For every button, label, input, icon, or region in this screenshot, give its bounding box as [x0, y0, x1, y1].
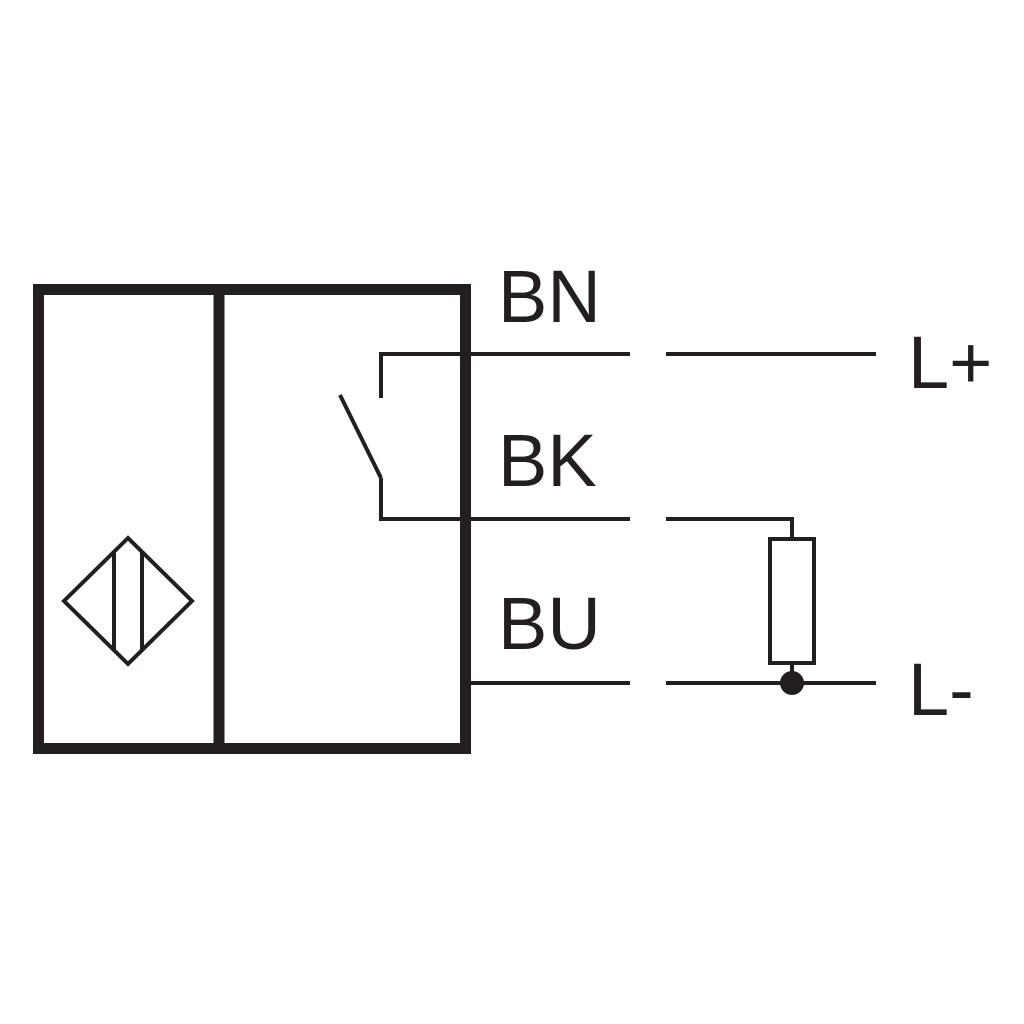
wire-bk: [465, 517, 794, 539]
junction-dot-icon: [780, 671, 804, 695]
wire-label-bk: BK: [498, 419, 597, 502]
terminal-label-negative: L-: [908, 648, 974, 731]
resistor-load-icon: [768, 537, 816, 683]
wire-label-bn: BN: [498, 255, 601, 338]
normally-open-switch-icon: [338, 352, 465, 521]
inductive-sensor-diamond-icon: [61, 535, 195, 667]
terminal-label-positive: L+: [908, 321, 992, 404]
wire-label-bu: BU: [498, 582, 601, 665]
